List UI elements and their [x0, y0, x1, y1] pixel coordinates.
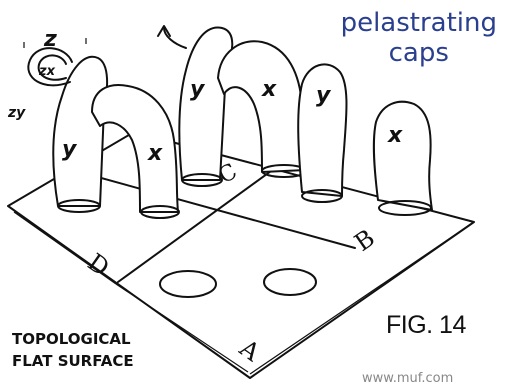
ring-left — [160, 271, 216, 297]
label-y-right: y — [316, 83, 332, 108]
label-x-center: x — [261, 77, 277, 102]
label-x-right: x — [387, 123, 403, 148]
tile-label-a: A — [234, 333, 266, 367]
title-caption: pelastrating caps — [341, 8, 497, 68]
label-x-left: x — [147, 141, 163, 166]
label-y-center: y — [190, 77, 206, 102]
label-zx: zx — [38, 64, 56, 79]
tube-x-right — [374, 102, 432, 210]
label-zy: zy — [7, 105, 26, 121]
tile-label-b: B — [349, 224, 380, 257]
label-z: z — [43, 27, 57, 52]
surface-caption-line-2: FLAT SURFACE — [12, 350, 134, 372]
tile-label-d: D — [83, 248, 115, 282]
surface-caption-line-1: TOPOLOGICAL — [12, 328, 134, 350]
title-line-2: caps — [341, 38, 497, 68]
tube-y-center — [179, 28, 232, 180]
tile-c-arch — [158, 26, 306, 186]
tube-x-center — [218, 41, 306, 172]
figure-number: FIG. 14 — [386, 311, 466, 340]
label-y-left: y — [62, 137, 78, 162]
watermark-text: www.muf.com — [362, 371, 453, 385]
title-line-1: pelastrating — [341, 8, 497, 38]
ring-right — [264, 269, 316, 295]
surface-caption: TOPOLOGICAL FLAT SURFACE — [12, 328, 134, 372]
